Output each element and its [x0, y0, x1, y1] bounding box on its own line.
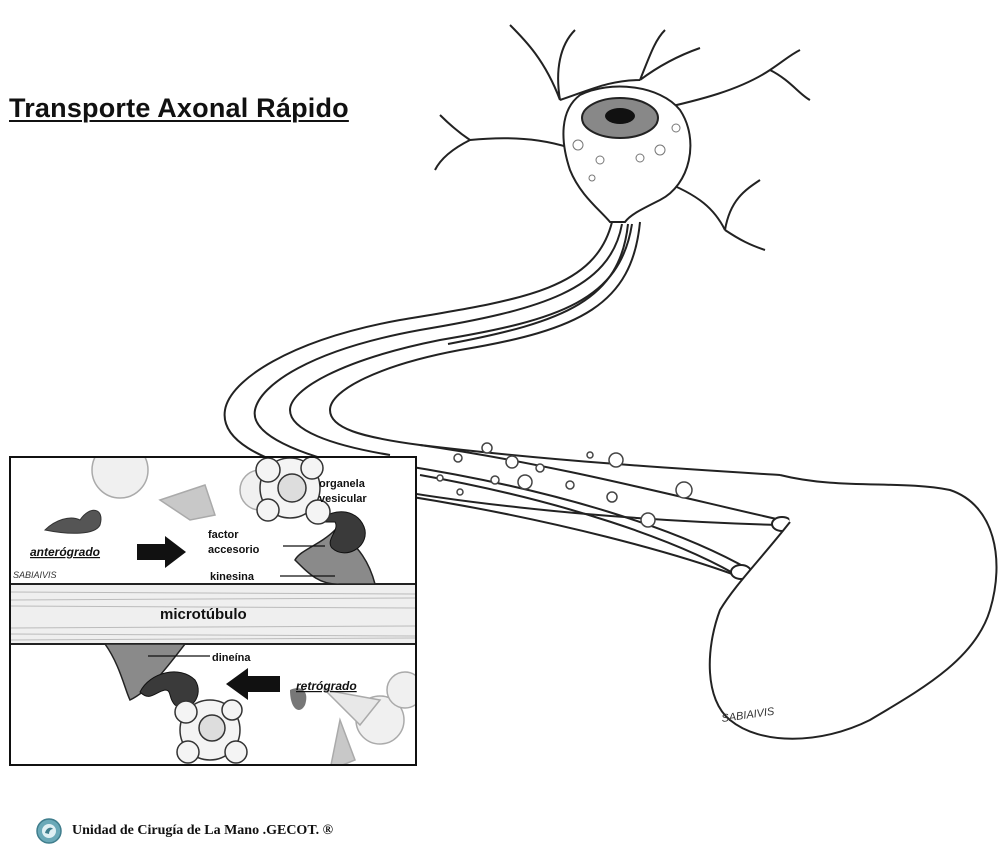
- label-factor-accesorio-1: factor: [208, 529, 239, 541]
- footer-text: Unidad de Cirugía de La Mano .GECOT. ®: [72, 823, 333, 839]
- label-dineina: dineína: [212, 652, 251, 664]
- diagram-title: Transporte Axonal Rápido: [9, 93, 349, 124]
- inset-signature: SABIAIVIS: [13, 570, 57, 580]
- label-factor-accesorio-2: accesorio: [208, 544, 260, 556]
- label-organela-vesicular-1: organela: [319, 478, 366, 490]
- inset-panel: SABIAIVIS organela vesicular factor acce…: [10, 442, 423, 770]
- footer: Unidad de Cirugía de La Mano .GECOT. ®: [36, 818, 333, 844]
- label-microtubulo: microtúbulo: [160, 606, 247, 623]
- vesicle-bottom: [175, 700, 247, 763]
- label-anterogrado: anterógrado: [30, 545, 100, 559]
- nucleolus: [605, 108, 635, 124]
- label-retrogrado: retrógrado: [296, 679, 357, 693]
- label-organela-vesicular-2: vesicular: [319, 493, 367, 505]
- vesicle-top: [256, 457, 330, 524]
- label-kinesina: kinesina: [210, 571, 255, 583]
- gecot-logo-icon: [36, 818, 62, 844]
